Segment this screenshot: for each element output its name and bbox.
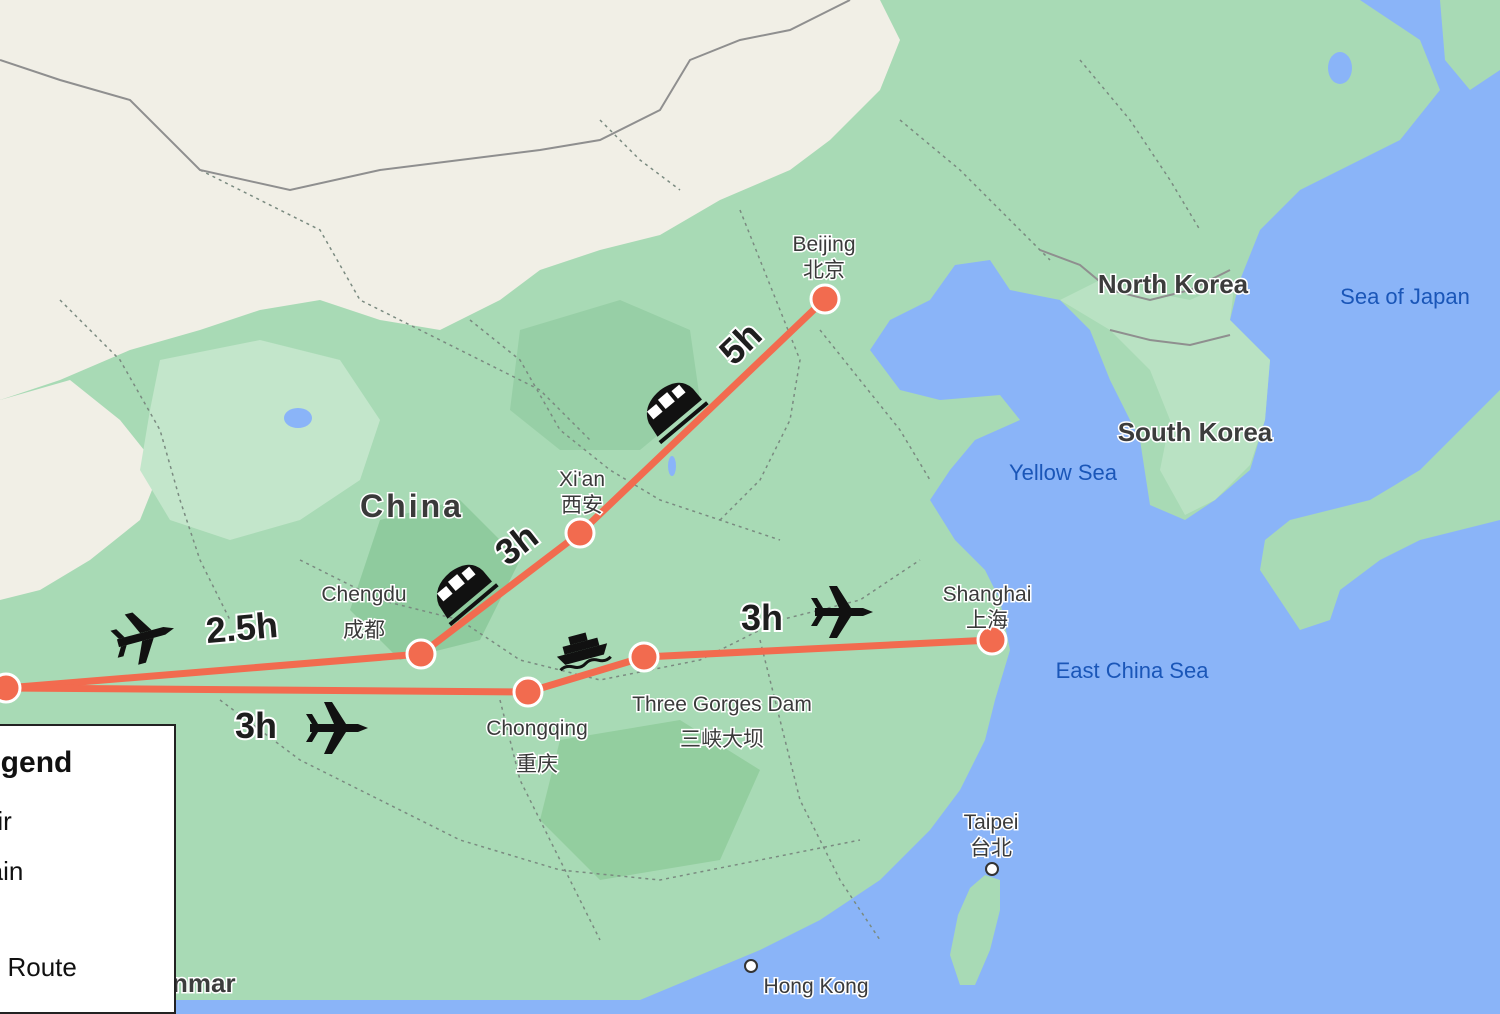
city-label-chongqing: Chongqing <box>486 717 588 740</box>
train-icon <box>436 564 499 627</box>
city-label-hong-kong: Hong Kong <box>763 975 868 998</box>
city-label-three-gorges: Three Gorges Dam <box>632 693 812 716</box>
forest-region-2 <box>540 720 760 880</box>
city-label-taipei-zh: 台北 <box>970 837 1012 860</box>
city-label-xian-zh: 西安 <box>561 494 603 517</box>
marker-chengdu[interactable] <box>405 638 437 670</box>
plane-icon <box>811 586 873 638</box>
marker-three-gorges[interactable] <box>628 641 660 673</box>
marker-hong-kong <box>744 959 758 973</box>
legend-item-travel-route: el Route <box>0 952 77 982</box>
qinghai-lake <box>284 408 312 428</box>
plane-icon <box>306 702 368 754</box>
plane-icon <box>110 612 174 665</box>
city-label-taipei: Taipei <box>964 811 1019 834</box>
marker-chongqing[interactable] <box>512 676 544 708</box>
highland-region <box>140 340 380 540</box>
marker-taipei <box>985 862 999 876</box>
sea-label-sea-of-japan: Sea of Japan <box>1340 284 1470 309</box>
city-label-beijing-zh: 北京 <box>803 259 845 282</box>
marker-xian[interactable] <box>564 517 596 549</box>
sea-label-east-china-sea: East China Sea <box>1056 658 1210 683</box>
marker-shanghai[interactable] <box>976 624 1008 656</box>
legend-item-air: Air <box>0 806 12 836</box>
taiwan-land <box>950 875 1000 985</box>
city-markers <box>0 283 1008 708</box>
desert-region-west <box>0 380 160 600</box>
desert-region <box>0 0 900 400</box>
city-label-three-gorges-zh: 三峡大坝 <box>680 728 764 751</box>
legend-panel: egend Air rain el Route <box>0 724 176 1014</box>
province-borders <box>59 59 1201 941</box>
city-label-beijing: Beijing <box>792 233 855 256</box>
duration-gorges-shanghai: 3h <box>741 597 783 638</box>
city-label-chengdu: Chengdu <box>321 583 406 606</box>
lake-3 <box>1328 52 1352 84</box>
route-xian-beijing <box>576 295 829 537</box>
sea-label-yellow-sea: Yellow Sea <box>1009 460 1118 485</box>
country-label-myanmar: nmar <box>172 968 236 998</box>
country-label-north-korea: North Korea <box>1098 269 1249 299</box>
legend-title: egend <box>0 746 73 779</box>
city-label-chengdu-zh: 成都 <box>343 619 385 642</box>
country-label-south-korea: South Korea <box>1118 417 1273 447</box>
duration-west-chengdu: 2.5h <box>204 604 279 651</box>
route-chongqing-gorges <box>524 653 648 696</box>
marker-west-origin[interactable] <box>0 672 22 704</box>
duration-west-chongqing: 3h <box>235 705 277 746</box>
route-chengdu-xian <box>417 529 584 658</box>
hainan-land <box>555 985 610 1000</box>
city-label-shanghai-zh: 上海 <box>966 609 1008 632</box>
forest-region <box>350 500 520 660</box>
city-label-xian: Xi'an <box>559 468 605 491</box>
route-gorges-shanghai <box>640 636 996 661</box>
country-borders <box>0 0 1231 347</box>
route-west-chongqing <box>2 684 532 696</box>
train-icon <box>646 382 709 445</box>
legend-item-train: rain <box>0 856 24 886</box>
country-label-china: China <box>360 488 464 524</box>
japan-north-land <box>1440 0 1500 90</box>
city-label-shanghai: Shanghai <box>943 583 1032 606</box>
boat-icon <box>556 632 612 672</box>
lake-2 <box>668 456 676 476</box>
route-west-chengdu <box>2 650 425 692</box>
travel-routes <box>2 295 996 696</box>
japan-land <box>1260 390 1500 630</box>
city-label-chongqing-zh: 重庆 <box>516 753 558 776</box>
marker-beijing[interactable] <box>809 283 841 315</box>
